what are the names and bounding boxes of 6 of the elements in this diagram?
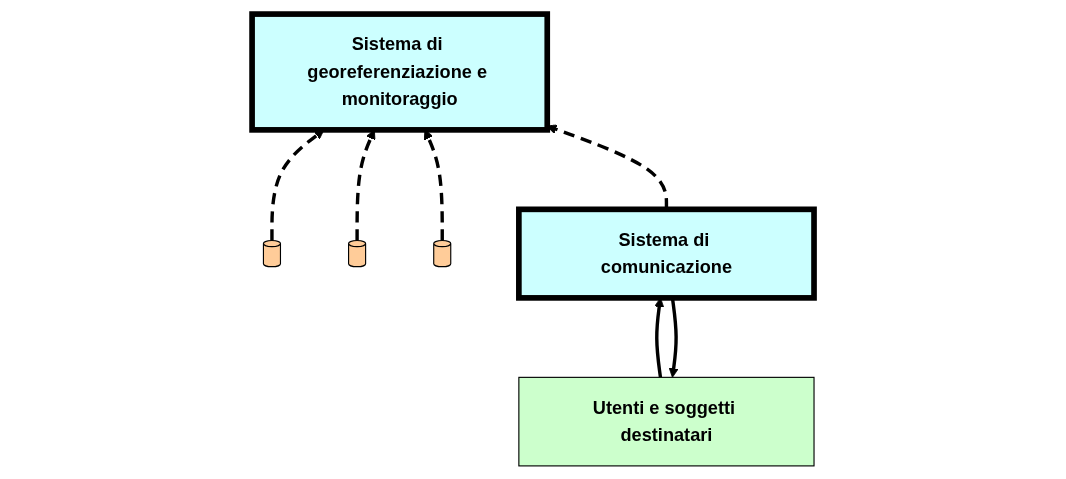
node-cylinder: [347, 239, 367, 267]
node-box: Utenti e soggetti destinatari: [518, 376, 815, 466]
node-box: Sistema di comunicazione: [515, 206, 817, 301]
node-box: Sistema di georeferenziazione e monitoraggio: [249, 10, 550, 133]
node-cylinder: [433, 239, 452, 267]
node-cylinder: [262, 239, 281, 267]
